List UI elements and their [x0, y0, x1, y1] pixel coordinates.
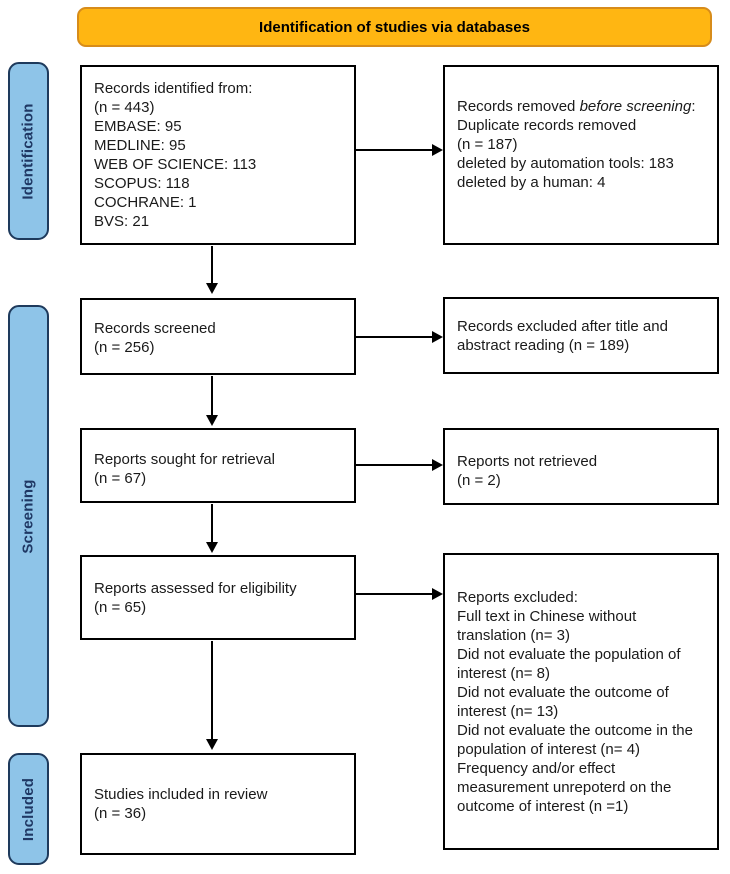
box-line: deleted by automation tools: 183	[457, 155, 674, 172]
box-line: (n = 65)	[94, 599, 147, 616]
stage-label-included-text: Included	[20, 777, 37, 841]
box-line: WEB OF SCIENCE: 113	[94, 156, 257, 173]
box-line: Records removed before screening:	[457, 97, 707, 116]
arrow-down-identified-to-screened-icon	[206, 246, 218, 294]
box-line: Records screened	[94, 320, 216, 337]
box-line: Studies included in review	[94, 786, 268, 803]
box-studies-included-in-review: Studies included in review (n = 36)	[80, 753, 356, 855]
box-reports-not-retrieved: Reports not retrieved (n = 2)	[443, 428, 719, 505]
box-records-removed-before-screening: Records removed before screening: Duplic…	[443, 65, 719, 245]
box-line-segment: :	[691, 98, 696, 115]
box-line: MEDLINE: 95	[94, 137, 186, 154]
box-line: Full text in Chinese without translation…	[457, 608, 637, 644]
box-line: (n = 256)	[94, 339, 155, 356]
banner-identification-via-databases: Identification of studies via databases	[77, 7, 712, 47]
stage-label-screening-text: Screening	[20, 478, 38, 554]
box-line: SCOPUS: 118	[94, 175, 190, 192]
arrow-right-identified-to-removed-icon	[356, 144, 443, 156]
box-line: (n = 36)	[94, 805, 147, 822]
box-line: Frequency and/or effect measurement unre…	[457, 760, 672, 815]
box-reports-assessed-for-eligibility: Reports assessed for eligibility (n = 65…	[80, 555, 356, 640]
box-line: Records excluded after title and abstrac…	[457, 318, 668, 354]
box-records-identified: Records identified from: (n = 443) EMBAS…	[80, 65, 356, 245]
stage-label-included: Included	[8, 753, 49, 865]
arrow-down-assessed-to-included-icon	[206, 641, 218, 750]
box-records-screened: Records screened (n = 256)	[80, 298, 356, 375]
box-line: deleted by a human: 4	[457, 174, 606, 191]
box-line: (n = 2)	[457, 472, 501, 489]
box-line: Records identified from:	[94, 80, 253, 97]
arrow-right-assessed-to-excluded-icon	[356, 588, 443, 600]
box-line: Reports assessed for eligibility	[94, 580, 297, 597]
box-line: EMBASE: 95	[94, 118, 182, 135]
box-line: Did not evaluate the population of inter…	[457, 646, 681, 682]
box-line: Reports not retrieved	[457, 453, 598, 470]
box-line: (n = 187)	[457, 136, 518, 153]
box-line-italic-segment: before screening	[579, 98, 692, 115]
arrow-right-screened-to-excluded-icon	[356, 331, 443, 343]
box-line: Reports sought for retrieval	[94, 451, 275, 468]
arrow-down-sought-to-assessed-icon	[206, 504, 218, 553]
arrow-down-screened-to-sought-icon	[206, 376, 218, 426]
box-reports-excluded-reasons: Reports excluded: Full text in Chinese w…	[443, 553, 719, 850]
arrow-right-sought-to-not-retrieved-icon	[356, 459, 443, 471]
box-line: COCHRANE: 1	[94, 194, 197, 211]
stage-label-identification-text: Identification	[20, 102, 38, 200]
box-line: (n = 67)	[94, 470, 147, 487]
box-line: Did not evaluate the outcome of interest…	[457, 684, 669, 720]
box-records-excluded-title-abstract: Records excluded after title and abstrac…	[443, 297, 719, 374]
box-line: Duplicate records removed	[457, 117, 637, 134]
box-line: Reports excluded:	[457, 589, 578, 606]
box-line: BVS: 21	[94, 213, 150, 230]
stage-label-screening: Screening	[8, 305, 49, 727]
banner-label: Identification of studies via databases	[259, 18, 530, 36]
box-line: (n = 443)	[94, 99, 155, 116]
box-line-segment: Records removed	[457, 98, 580, 115]
box-line: Did not evaluate the outcome in the popu…	[457, 722, 693, 758]
stage-label-identification: Identification	[8, 62, 49, 240]
box-reports-sought-for-retrieval: Reports sought for retrieval (n = 67)	[80, 428, 356, 503]
